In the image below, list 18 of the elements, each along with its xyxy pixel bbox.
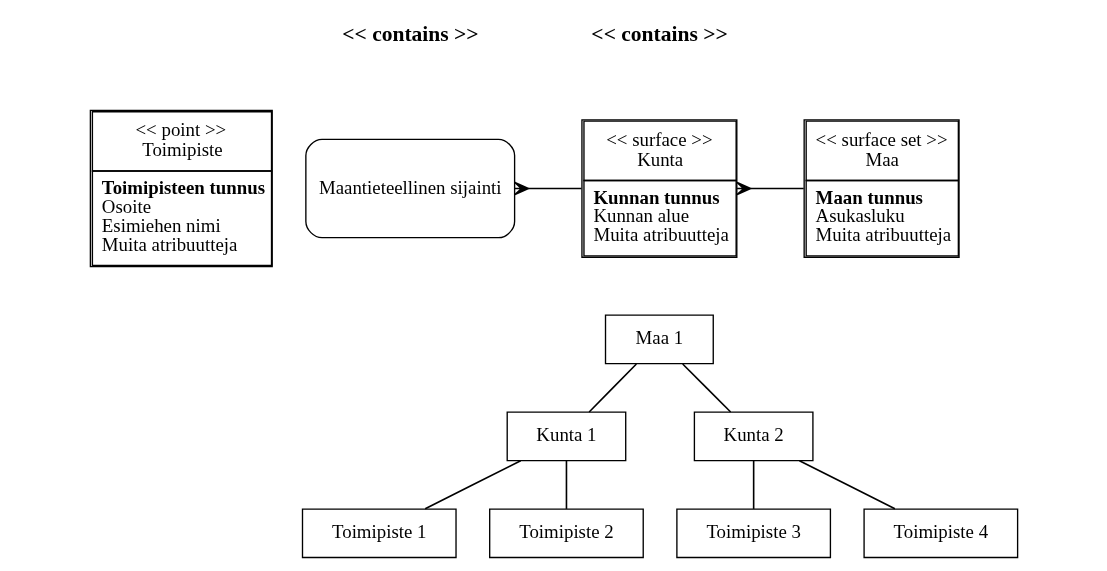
node-box: Toimipiste 3 — [675, 508, 831, 559]
connector — [513, 181, 582, 196]
node-box: Toimipiste 2 — [488, 508, 644, 559]
node-box: Maantieteellinen sijainti — [304, 138, 515, 239]
connector — [565, 460, 567, 510]
connector — [752, 460, 754, 510]
connector — [798, 459, 896, 510]
node-box: Kunta 1 — [506, 411, 626, 462]
node-box: Maa 1 — [604, 314, 714, 365]
node-box: Toimipiste 4 — [862, 508, 1018, 559]
node-box: Toimipiste 1 — [301, 508, 457, 559]
label: << contains >> — [590, 22, 728, 47]
connector — [735, 181, 804, 196]
label: << contains >> — [341, 22, 479, 47]
connector — [681, 363, 731, 413]
node-box: Kunta 2 — [693, 411, 814, 462]
connector — [587, 363, 637, 413]
connector — [423, 459, 521, 510]
